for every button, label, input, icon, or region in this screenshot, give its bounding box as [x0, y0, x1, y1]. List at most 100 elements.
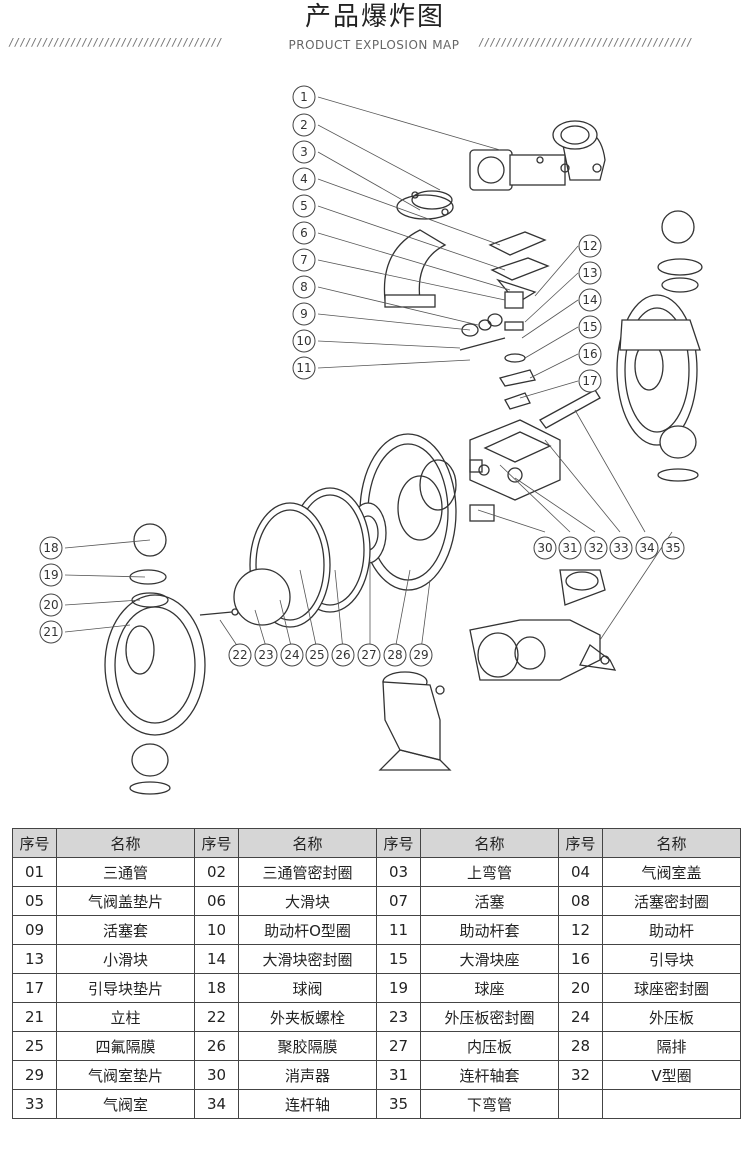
air-valve-housing	[469, 419, 561, 501]
part-number-cell: 03	[376, 857, 421, 887]
subtitle-row: ////////////////////////////////////// P…	[0, 36, 750, 54]
callout-number: 15	[582, 320, 597, 334]
part-number-cell: 15	[376, 944, 421, 974]
part-name-cell: 气阀室垫片	[56, 1060, 195, 1090]
part-name-cell: 四氟隔膜	[56, 1031, 195, 1061]
part-number-cell: 07	[376, 886, 421, 916]
callout-circle	[280, 643, 304, 667]
part-number-cell: 32	[558, 1060, 603, 1090]
part-name-cell: 上弯管	[420, 857, 559, 887]
part-name-cell: 气阀室盖	[602, 857, 741, 887]
part-name-cell: 外压板	[602, 1002, 741, 1032]
callout-circle	[578, 288, 602, 312]
part-number-cell: 02	[194, 857, 239, 887]
column-header: 序号	[376, 828, 421, 858]
callout-number: 11	[296, 361, 311, 375]
callout-number: 6	[300, 226, 308, 240]
callout-number: 1	[300, 90, 308, 104]
callout-circle	[39, 620, 63, 644]
callout-number: 2	[300, 118, 308, 132]
tee-manifold-top	[469, 120, 606, 191]
part-name-cell: 球座密封圈	[602, 973, 741, 1003]
part-name-cell: 引导块	[602, 944, 741, 974]
callout-circle	[39, 593, 63, 617]
part-name-cell	[602, 1089, 741, 1119]
part-number-cell: 21	[12, 1002, 57, 1032]
callout-circle	[578, 369, 602, 393]
column-header: 序号	[558, 828, 603, 858]
callout-circle	[578, 342, 602, 366]
part-name-cell: 连杆轴套	[420, 1060, 559, 1090]
part-number-cell: 10	[194, 915, 239, 945]
callout-circle	[578, 234, 602, 258]
callout-circle	[331, 643, 355, 667]
part-name-cell: 气阀盖垫片	[56, 886, 195, 916]
callout-circle	[584, 536, 608, 560]
part-name-cell: 连杆轴	[238, 1089, 377, 1119]
callout-number: 19	[43, 568, 58, 582]
part-name-cell: V型圈	[602, 1060, 741, 1090]
part-name-cell: 聚胶隔膜	[238, 1031, 377, 1061]
column-header: 名称	[602, 828, 741, 858]
callout-number: 14	[582, 293, 597, 307]
part-number-cell: 27	[376, 1031, 421, 1061]
part-name-cell: 消声器	[238, 1060, 377, 1090]
callout-number: 9	[300, 307, 308, 321]
callout-circle	[635, 536, 659, 560]
callout-circle	[39, 563, 63, 587]
callout-circle	[292, 329, 316, 353]
part-name-cell: 助动杆	[602, 915, 741, 945]
part-number-cell: 11	[376, 915, 421, 945]
lower-manifold	[469, 569, 617, 681]
callout-circle	[254, 643, 278, 667]
callout-circle	[292, 85, 316, 109]
part-name-cell: 外压板密封圈	[420, 1002, 559, 1032]
table-header-row: 序号 名称 序号 名称 序号 名称 序号 名称	[12, 828, 741, 858]
callout-number: 24	[284, 648, 299, 662]
part-name-cell: 立柱	[56, 1002, 195, 1032]
callout-circle	[409, 643, 433, 667]
callout-number: 10	[296, 334, 311, 348]
part-number-cell: 16	[558, 944, 603, 974]
part-number-cell: 13	[12, 944, 57, 974]
callout-number: 29	[413, 648, 428, 662]
callout-circle	[357, 643, 381, 667]
part-number-cell: 25	[12, 1031, 57, 1061]
part-name-cell: 三通管密封圈	[238, 857, 377, 887]
part-name-cell: 大滑块座	[420, 944, 559, 974]
part-number-cell: 20	[558, 973, 603, 1003]
part-name-cell: 下弯管	[420, 1089, 559, 1119]
part-number-cell: 33	[12, 1089, 57, 1119]
part-number-cell	[558, 1089, 603, 1119]
part-number-cell: 09	[12, 915, 57, 945]
part-name-cell: 助动杆套	[420, 915, 559, 945]
part-number-cell: 22	[194, 1002, 239, 1032]
page-title: 产品爆炸图	[304, 2, 445, 32]
callout-circle	[292, 302, 316, 326]
callout-circle	[228, 643, 252, 667]
decorative-slashes-left: //////////////////////////////////////	[8, 36, 223, 49]
part-name-cell: 三通管	[56, 857, 195, 887]
callout-circle	[292, 113, 316, 137]
part-number-cell: 17	[12, 973, 57, 1003]
callout-number: 34	[639, 541, 654, 555]
part-number-cell: 05	[12, 886, 57, 916]
part-number-cell: 30	[194, 1060, 239, 1090]
part-number-cell: 31	[376, 1060, 421, 1090]
part-number-cell: 04	[558, 857, 603, 887]
callout-circle	[558, 536, 582, 560]
callout-circle	[533, 536, 557, 560]
callout-number: 8	[300, 280, 308, 294]
callout-number: 25	[309, 648, 324, 662]
callout-number: 20	[43, 598, 58, 612]
column-header: 序号	[194, 828, 239, 858]
part-number-cell: 14	[194, 944, 239, 974]
lower-elbow-foot	[378, 671, 452, 771]
callout-circle	[292, 221, 316, 245]
